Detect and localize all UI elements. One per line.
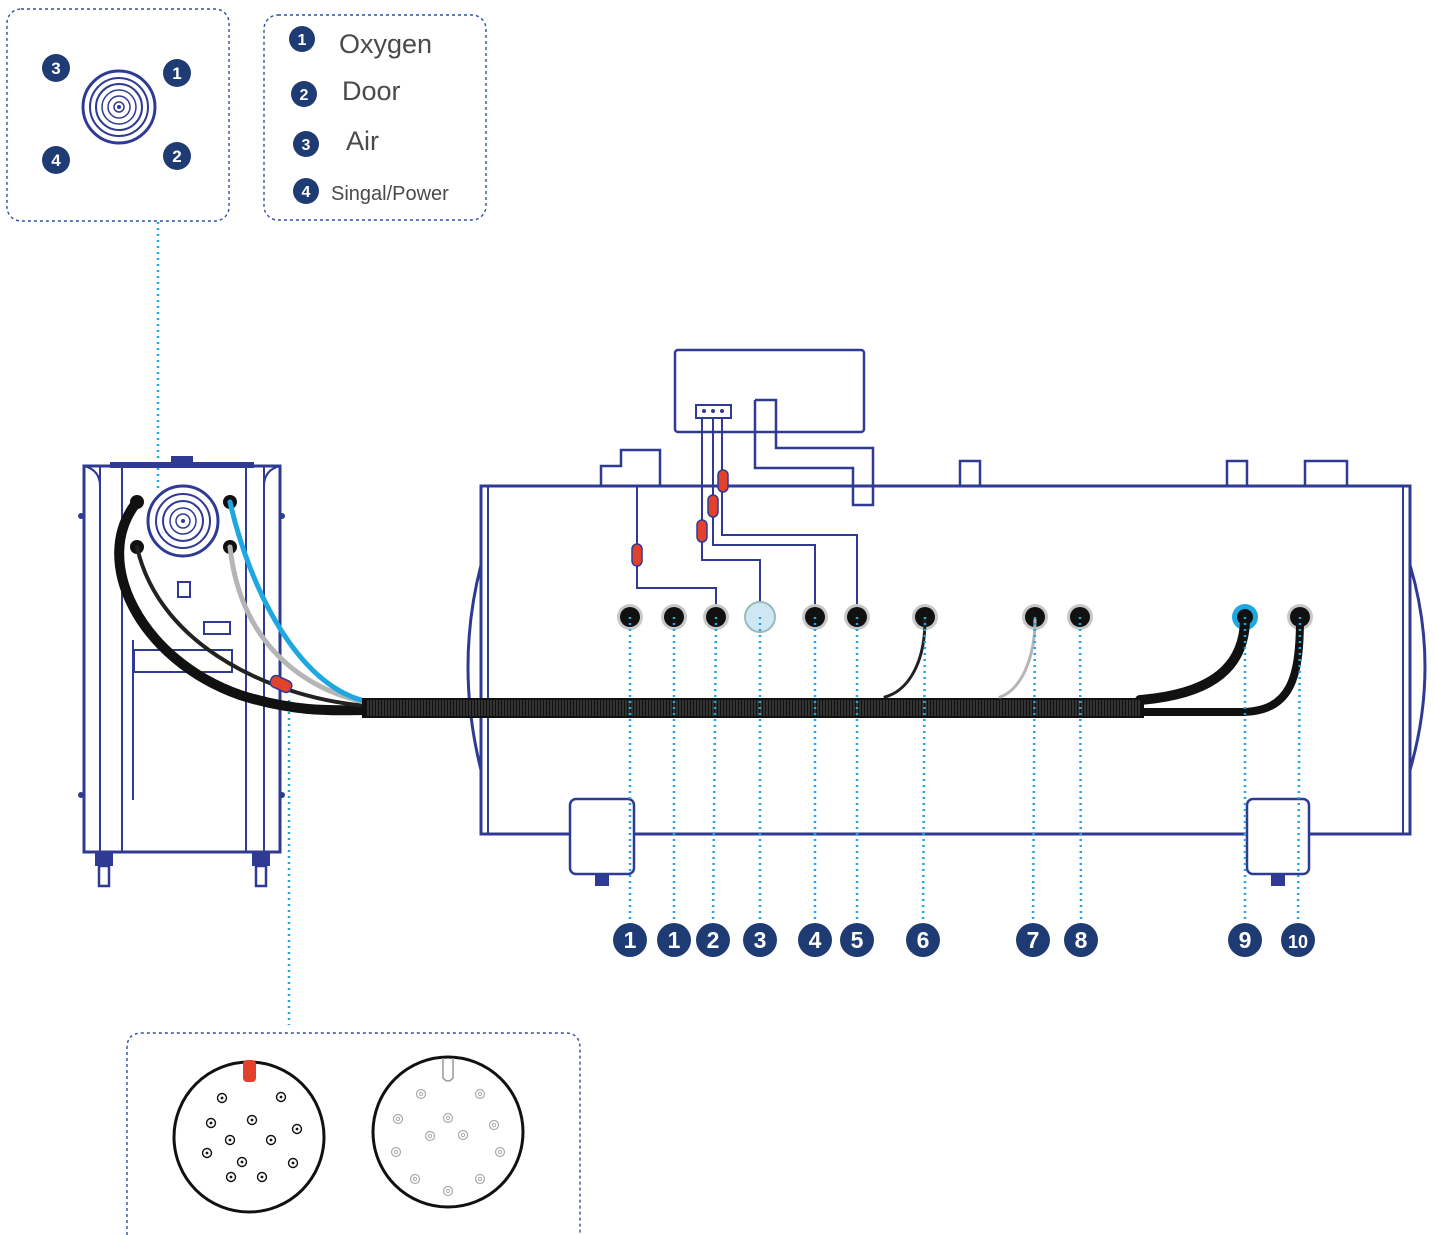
hyperbaric-chamber bbox=[466, 348, 1427, 886]
port-badge-label: 9 bbox=[1239, 927, 1252, 953]
svg-text:2: 2 bbox=[172, 147, 181, 166]
port-badge-6: 6 bbox=[906, 923, 940, 957]
chamber-foot-right bbox=[1245, 797, 1311, 886]
port-badge-label: 8 bbox=[1075, 927, 1088, 953]
legend-item-door: 2 Door bbox=[291, 76, 401, 107]
port-badge-4: 4 bbox=[798, 923, 832, 957]
port-leader-line bbox=[1031, 616, 1037, 923]
port-badge-label: 6 bbox=[917, 927, 930, 953]
legend-item-air: 3 Air bbox=[293, 126, 379, 157]
port-badge-label: 2 bbox=[707, 927, 720, 953]
port-badge-label: 1 bbox=[668, 927, 681, 953]
svg-text:3: 3 bbox=[51, 59, 60, 78]
serial-port-icon bbox=[203, 621, 231, 635]
inline-filters bbox=[631, 469, 729, 567]
svg-text:1: 1 bbox=[298, 32, 307, 49]
cabinet-connector-face bbox=[146, 484, 220, 558]
port-badge-label: 4 bbox=[809, 927, 822, 953]
port-badge-5: 5 bbox=[840, 923, 874, 957]
legend-item-signal-power: 4 Singal/Power bbox=[293, 178, 449, 205]
switch-icon bbox=[177, 581, 191, 598]
port-leader-line bbox=[921, 616, 927, 923]
male-plug-icon bbox=[172, 1060, 326, 1214]
plug-callout bbox=[126, 1032, 581, 1235]
port-leaders bbox=[628, 616, 1302, 923]
cable-sleeve-ribbing bbox=[367, 700, 1140, 716]
port-badge-label: 7 bbox=[1027, 927, 1040, 953]
port-badge-label: 5 bbox=[851, 927, 864, 953]
legend: 1 Oxygen 2 Door 3 Air 4 Singal/Power bbox=[263, 14, 487, 221]
control-cabinet bbox=[78, 456, 285, 888]
callout-port-badge-1: 1 bbox=[163, 59, 191, 87]
callout-port-badge-2: 2 bbox=[163, 142, 191, 170]
svg-text:4: 4 bbox=[302, 184, 311, 201]
port-badge-9: 9 bbox=[1228, 923, 1262, 957]
port-badge-label: 3 bbox=[754, 927, 767, 953]
connector-callout: 3 1 4 2 bbox=[6, 8, 230, 222]
port-badge-10: 10 bbox=[1281, 923, 1315, 957]
port-badge-1: 1 bbox=[657, 923, 691, 957]
svg-text:2: 2 bbox=[300, 87, 309, 104]
port-badge-2: 2 bbox=[696, 923, 730, 957]
svg-text:3: 3 bbox=[302, 137, 311, 154]
callout-port-badge-4: 4 bbox=[42, 146, 70, 174]
cable-bundle bbox=[114, 497, 1304, 718]
female-socket-icon bbox=[371, 1055, 525, 1209]
port-badge-1: 1 bbox=[613, 923, 647, 957]
svg-text:Oxygen: Oxygen bbox=[339, 29, 432, 59]
caster-wheel-left bbox=[95, 852, 113, 888]
port-leader-line bbox=[1078, 616, 1083, 923]
connector-face-icon bbox=[81, 69, 157, 145]
port-leader-line bbox=[711, 616, 718, 923]
cable-coupler bbox=[269, 674, 293, 694]
svg-text:4: 4 bbox=[51, 151, 61, 170]
legend-item-oxygen: 1 Oxygen bbox=[289, 26, 432, 59]
caster-wheel-right bbox=[252, 852, 270, 888]
chamber-foot-left bbox=[568, 797, 636, 886]
callout-port-badge-3: 3 bbox=[42, 54, 70, 82]
port-badge-label: 10 bbox=[1288, 932, 1308, 952]
port-badge-7: 7 bbox=[1016, 923, 1050, 957]
svg-text:1: 1 bbox=[172, 64, 181, 83]
port-badge-8: 8 bbox=[1064, 923, 1098, 957]
port-badge-label: 1 bbox=[624, 927, 637, 953]
chamber-ports bbox=[617, 601, 1313, 633]
svg-text:Singal/Power: Singal/Power bbox=[331, 183, 449, 205]
svg-text:Air: Air bbox=[346, 126, 379, 156]
svg-text:Door: Door bbox=[342, 76, 401, 106]
port-badge-3: 3 bbox=[743, 923, 777, 957]
